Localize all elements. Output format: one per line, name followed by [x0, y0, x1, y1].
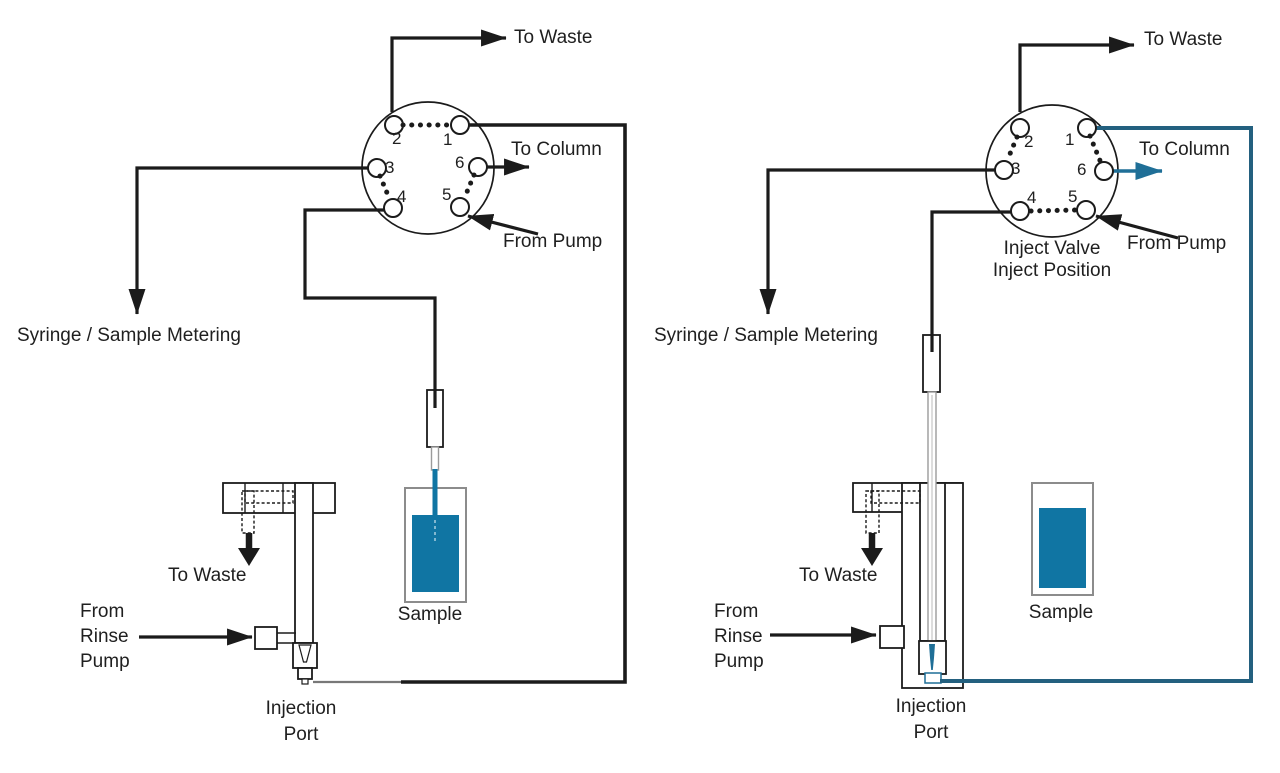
rinse-fitting [879, 625, 905, 649]
sample-liquid [1039, 508, 1086, 588]
injection-port-line: Port [913, 722, 949, 743]
right-port-label-1: 1 [1065, 130, 1075, 149]
right-port-label-3: 3 [1011, 159, 1021, 178]
injection-port-column [294, 482, 314, 644]
waste-channel [870, 490, 921, 504]
left-sample-label: Sample [397, 604, 463, 625]
left-from-rinse-pump-label: From Rinse Pump [80, 599, 130, 674]
to-waste-line [1018, 36, 1135, 112]
rinse-line: Rinse [714, 626, 763, 647]
syringe-line [759, 168, 995, 315]
seat-funnel [298, 644, 312, 663]
valve-port-1 [1077, 118, 1097, 138]
syringe-line [128, 166, 369, 315]
left-injection-port-label: Injection Port [251, 696, 351, 748]
waste-arrow-head [238, 548, 260, 566]
needle-tubing [303, 208, 437, 408]
left-from-pump-label: From Pump [503, 231, 603, 252]
left-port-label-3: 3 [385, 158, 395, 177]
valve-port-5 [1076, 200, 1096, 220]
needle-tubing [930, 210, 1011, 352]
right-from-rinse-pump-label: From Rinse Pump [714, 599, 764, 674]
needle-upper [430, 446, 440, 471]
right-port-label-5: 5 [1068, 187, 1078, 206]
rinse-line: Pump [714, 651, 764, 672]
valve-caption-line: Inject Position [992, 260, 1112, 281]
right-port-to-waste-label: To Waste [799, 565, 878, 586]
right-from-pump-label: From Pump [1127, 233, 1227, 254]
from-pump-arrow [1095, 214, 1179, 240]
left-to-waste-label: To Waste [514, 27, 593, 48]
sample-loop-tubing [940, 126, 1253, 683]
seat-tip [301, 678, 309, 685]
rinse-fitting [254, 626, 278, 650]
valve-port-3 [994, 160, 1014, 180]
waste-arrow-head [861, 548, 883, 566]
left-port-label-1: 1 [443, 130, 453, 149]
rotor-channel-4-5 [1028, 207, 1079, 214]
valve-port-6 [468, 157, 488, 177]
rinse-line: Pump [80, 651, 130, 672]
waste-channel [244, 490, 294, 504]
seat-outlet [297, 667, 313, 680]
waste-channel-drop [865, 490, 880, 534]
rinse-line: From [714, 601, 759, 622]
left-port-label-5: 5 [442, 185, 452, 204]
sample-loop-tubing [401, 123, 627, 684]
valve-port-5 [450, 197, 470, 217]
injection-port-block [222, 482, 336, 514]
right-injection-port-label: Injection Port [881, 694, 981, 746]
valve-port-2 [1010, 118, 1030, 138]
to-waste-line [390, 29, 507, 112]
right-port-label-6: 6 [1077, 160, 1087, 179]
right-to-column-label: To Column [1139, 139, 1230, 160]
valve-port-3 [367, 158, 387, 178]
left-port-label-2: 2 [392, 129, 402, 148]
valve-port-1 [450, 115, 470, 135]
right-port-label-2: 2 [1024, 132, 1034, 151]
left-port-to-waste-label: To Waste [168, 565, 247, 586]
left-to-column-label: To Column [511, 139, 602, 160]
valve-port-4 [383, 198, 403, 218]
right-port-label-4: 4 [1027, 188, 1037, 207]
left-syringe-metering-label: Syringe / Sample Metering [17, 325, 241, 346]
right-to-waste-label: To Waste [1144, 29, 1223, 50]
right-valve-caption: Inject Valve Inject Position [987, 238, 1117, 282]
sample-in-seat [929, 644, 935, 670]
right-syringe-metering-label: Syringe / Sample Metering [654, 325, 878, 346]
left-valve-diagram [128, 29, 627, 685]
left-port-label-6: 6 [455, 153, 465, 172]
injection-port-line: Injection [895, 696, 967, 717]
seat-outlet [924, 672, 942, 684]
from-pump-arrow [467, 214, 539, 236]
rotor-channel-1-6 [1087, 133, 1104, 166]
injection-port-line: Port [283, 724, 319, 745]
valve-port-6 [1094, 161, 1114, 181]
rinse-line: Rinse [80, 626, 129, 647]
right-valve-diagram [759, 36, 1253, 689]
rinse-line: From [80, 601, 125, 622]
right-sample-label: Sample [1028, 602, 1094, 623]
valve-caption-line: Inject Valve [1003, 238, 1101, 259]
injection-port-line: Injection [265, 698, 337, 719]
left-port-label-4: 4 [397, 187, 407, 206]
needle-in-sample [432, 469, 438, 545]
